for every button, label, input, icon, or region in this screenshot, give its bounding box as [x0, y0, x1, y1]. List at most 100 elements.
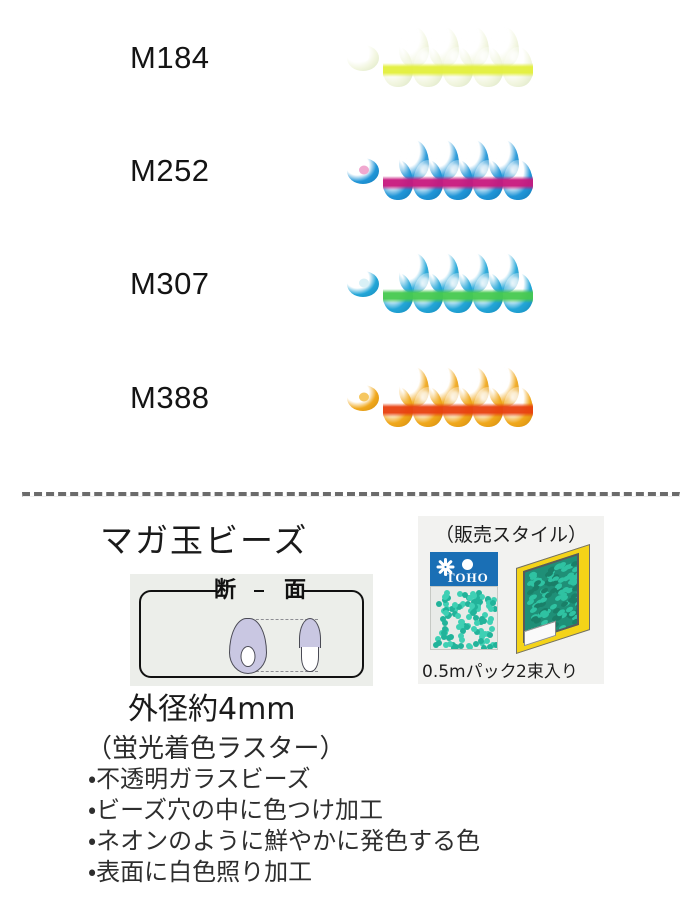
bead-inner-color: [383, 176, 413, 190]
bead-loose: [347, 385, 379, 411]
feature-item: ・ビーズ穴の中に色つけ加工: [88, 795, 480, 826]
polybag-package: TOHO: [430, 552, 498, 650]
bead-highlight: [480, 277, 491, 288]
package-bead: [443, 610, 449, 616]
bead-strand: [443, 387, 473, 427]
bead-highlight: [496, 371, 507, 382]
bead-inner-color: [443, 289, 473, 303]
bead-highlight: [466, 31, 477, 42]
swatch-row: M184: [0, 0, 700, 116]
bead-highlight: [450, 277, 461, 288]
package-bead: [572, 566, 579, 573]
bead-sample-photo: [345, 140, 535, 202]
bead-inner-color: [473, 63, 503, 77]
bead-inner-color: [413, 289, 443, 303]
section-divider: [22, 492, 680, 497]
swatch-row: M388: [0, 340, 700, 456]
feature-item: ・ネオンのように鮮やかに発色する色: [88, 826, 480, 857]
polybag-caption: 0.5mパック: [422, 657, 517, 682]
bead-strand: [413, 273, 443, 313]
package-bead: [458, 643, 464, 649]
bead-bore-hole: [241, 646, 256, 667]
bead-strand: [383, 387, 413, 427]
page-title: マガ玉ビーズ: [100, 514, 308, 562]
bead-inner-color: [503, 63, 533, 77]
finish-type-label: （蛍光着色ラスター）: [86, 728, 345, 765]
swatch-code-label: M307: [130, 266, 210, 302]
bead-highlight: [436, 257, 447, 268]
bead-strand: [443, 273, 473, 313]
bead-highlight: [406, 144, 417, 155]
bead-highlight: [480, 391, 491, 402]
bead-highlight: [436, 371, 447, 382]
retail-style-caption: （販売スタイル）: [418, 520, 604, 547]
bead-strand: [473, 273, 503, 313]
bead-highlight: [450, 51, 461, 62]
package-bead: [471, 609, 477, 615]
package-bead: [448, 634, 454, 640]
bead-inner-color: [383, 403, 413, 417]
bead-strand: [383, 47, 413, 87]
swatch-code-label: M252: [130, 153, 210, 189]
bead-inner-color: [473, 289, 503, 303]
bead-strand: [413, 47, 443, 87]
package-bead: [545, 592, 552, 599]
package-bead: [471, 626, 477, 632]
package-bead: [490, 600, 496, 606]
package-bead: [534, 618, 541, 625]
bead-strand: [383, 273, 413, 313]
bead-inner-color: [473, 176, 503, 190]
brand-wordmark: TOHO: [446, 570, 489, 586]
bead-highlight: [450, 391, 461, 402]
bead-highlight: [390, 277, 401, 288]
bead-highlight: [466, 257, 477, 268]
bead-sample-photo: [345, 253, 535, 315]
bead-loose: [347, 158, 379, 184]
bead-loose: [347, 271, 379, 297]
bead-sample-photo: [345, 27, 535, 89]
bead-profile-stem: [301, 647, 319, 672]
bead-inner-color: [413, 63, 443, 77]
bead-strand: [503, 47, 533, 87]
bead-highlight: [420, 51, 431, 62]
bead-inner-color: [503, 403, 533, 417]
cross-section-label: 断 面: [214, 580, 306, 602]
bead-inner-color: [443, 403, 473, 417]
feature-item: ・表面に白色照り加工: [88, 857, 480, 888]
bead-highlight: [406, 371, 417, 382]
bead-highlight: [510, 277, 521, 288]
package-bead: [487, 632, 493, 638]
product-detail-section: マガ玉ビーズ 断 面 外径約4mm （蛍光着色ラスター） ・不透明ガラスビーズ: [0, 500, 700, 900]
bead-highlight: [420, 391, 431, 402]
bead-hole: [359, 392, 369, 401]
bead-highlight: [406, 31, 417, 42]
package-bead: [467, 644, 473, 650]
retail-style-panel: （販売スタイル） TOHO 0.5mパック 2束入り: [418, 516, 604, 684]
bead-highlight: [510, 391, 521, 402]
bead-inner-color: [413, 176, 443, 190]
bundle-box-caption: 2束入り: [516, 657, 578, 682]
package-bead: [458, 633, 464, 639]
bead-inner-color: [443, 176, 473, 190]
bead-highlight: [480, 164, 491, 175]
package-bead: [441, 630, 447, 636]
cross-section-label-char-1: 断: [214, 580, 236, 602]
package-bead: [447, 641, 453, 647]
bead-highlight: [436, 31, 447, 42]
bead-hole: [359, 165, 369, 174]
brand-header: TOHO: [430, 552, 498, 586]
bundle-box-package: [510, 546, 596, 650]
bead-inner-color: [473, 403, 503, 417]
bead-highlight: [390, 51, 401, 62]
feature-list: ・不透明ガラスビーズ・ビーズ穴の中に色つけ加工・ネオンのように鮮やかに発色する色…: [88, 764, 480, 888]
bead-strand: [503, 273, 533, 313]
bead-highlight: [496, 257, 507, 268]
cross-section-label-char-2: 面: [284, 580, 306, 602]
bead-strand: [443, 160, 473, 200]
bead-strand: [443, 47, 473, 87]
bead-highlight: [450, 164, 461, 175]
cross-section-diagram: 断 面: [130, 574, 373, 686]
package-bead: [530, 606, 537, 613]
swatch-row: M252: [0, 113, 700, 229]
bead-strand: [503, 160, 533, 200]
